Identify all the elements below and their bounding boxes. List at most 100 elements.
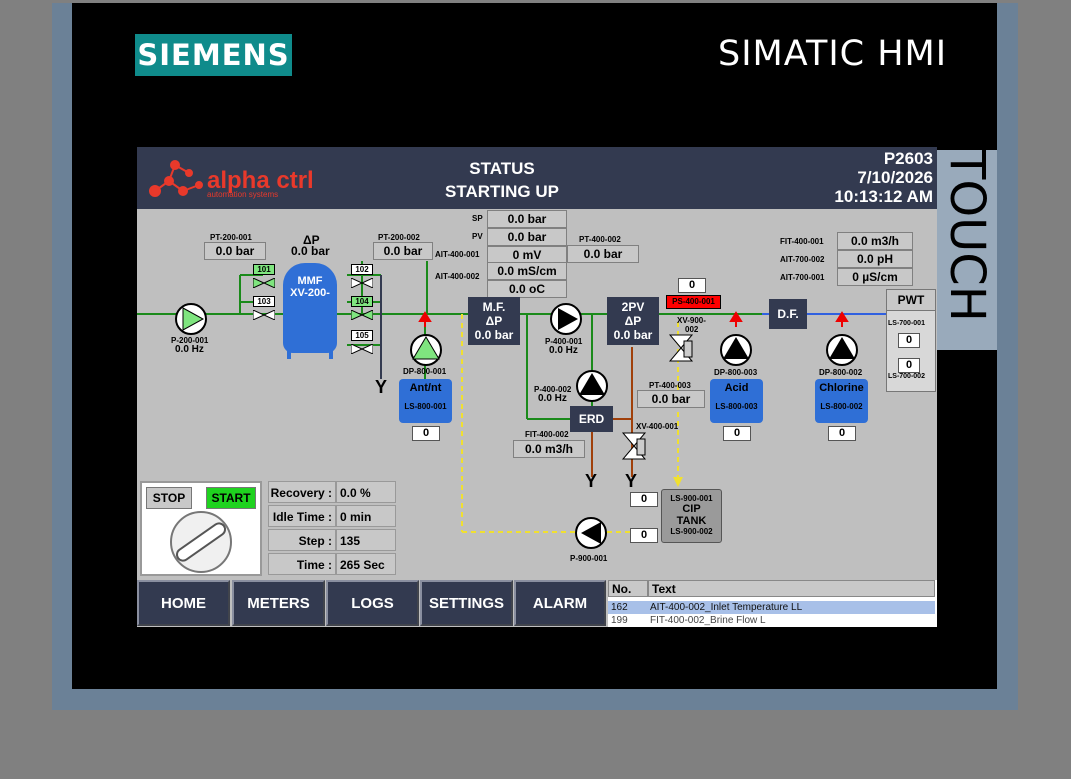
- simatic-hmi-label: SIMATIC HMI: [718, 34, 948, 74]
- header-bar: alpha ctrl automation systems STATUS STA…: [137, 147, 937, 209]
- pt200-001-value: 0.0 bar: [204, 242, 266, 260]
- ait400-001-label: AIT-400-001: [435, 250, 480, 259]
- cip-tank[interactable]: LS-900-001 CIP TANK LS-900-002: [661, 489, 722, 543]
- mf-dp-box[interactable]: M.F. ΔP 0.0 bar: [468, 297, 520, 345]
- pwt-box[interactable]: PWT LS-700-001 0 0 LS-700-002: [886, 289, 936, 392]
- start-button[interactable]: START: [206, 487, 256, 509]
- p400-002-label: P-400-002: [534, 385, 572, 394]
- valve-xv900-002-icon[interactable]: [668, 333, 694, 363]
- valve-103-label: 103: [253, 296, 275, 307]
- dp800-001-label: DP-800-001: [403, 367, 447, 376]
- nav-settings-button[interactable]: SETTINGS: [420, 580, 513, 626]
- mmf-label: MMF: [297, 275, 323, 287]
- antint-tank-ls: LS-800-001: [404, 402, 447, 411]
- time: 10:13:12 AM: [834, 187, 933, 206]
- svg-text:Y: Y: [585, 471, 597, 491]
- alarm-col-text[interactable]: Text: [648, 580, 935, 597]
- dp800-002-label: DP-800-002: [819, 368, 863, 377]
- valve-102-label: 102: [351, 264, 373, 275]
- pump-p400-002-icon[interactable]: [575, 369, 609, 403]
- valve-101[interactable]: 101: [252, 264, 276, 289]
- p400-001-value: 0.0 Hz: [549, 345, 578, 356]
- ait700-002-label: AIT-700-002: [780, 255, 825, 264]
- p400-002-value: 0.0 Hz: [538, 393, 567, 404]
- df-box[interactable]: D.F.: [769, 299, 807, 329]
- idle-time-label: Idle Time :: [268, 505, 336, 527]
- pump-dp800-003-icon[interactable]: [719, 333, 753, 367]
- recovery-value: 0.0 %: [336, 481, 396, 503]
- valve-icon: [252, 309, 276, 321]
- p200-001-label: P-200-001: [171, 336, 209, 345]
- ps400-001-alarm: PS-400-001: [666, 295, 721, 309]
- nav-meters-button[interactable]: METERS: [232, 580, 325, 626]
- pump-p900-001-icon[interactable]: [574, 516, 608, 550]
- chlorine-tank[interactable]: Chlorine LS-800-002: [815, 379, 868, 423]
- sp-value: 0.0 bar: [487, 210, 567, 228]
- selector-switch-icon[interactable]: [161, 510, 241, 574]
- valve-104-label: 104: [351, 296, 373, 307]
- ls700-002-label: LS-700-002: [888, 373, 925, 380]
- valve-xv400-001-icon[interactable]: [621, 431, 647, 461]
- p400-001-label: P-400-001: [545, 337, 583, 346]
- alarm-row-text: FIT-400-002_Brine Flow L: [650, 615, 766, 626]
- alarm-row[interactable]: 162 AIT-400-002_Inlet Temperature LL: [608, 601, 935, 614]
- status-block: STATUS STARTING UP: [397, 157, 607, 203]
- valve-105[interactable]: 105: [350, 330, 374, 355]
- antint-tank[interactable]: Ant/nt LS-800-001: [399, 379, 452, 423]
- nav-home-button[interactable]: HOME: [137, 580, 230, 626]
- mf-dp-sub: ΔP: [485, 314, 503, 328]
- nav-logs-button[interactable]: LOGS: [326, 580, 419, 626]
- valve-icon: [350, 277, 374, 289]
- recovery-label: Recovery :: [268, 481, 336, 503]
- pt400-002-label: PT-400-002: [579, 235, 621, 244]
- alarm-col-no[interactable]: No.: [608, 580, 648, 597]
- pv2-dp-box[interactable]: 2PV ΔP 0.0 bar: [607, 297, 659, 345]
- dp-mmf-label: ΔP: [303, 233, 320, 247]
- pump-dp800-002-icon[interactable]: [825, 333, 859, 367]
- cip-name2: TANK: [676, 515, 707, 527]
- start-stop-panel: STOP START: [140, 481, 262, 576]
- acid-tank-value: 0: [723, 426, 751, 441]
- ait400-002-value-temp: 0.0 oC: [487, 280, 567, 298]
- ait400-002-value-cond: 0.0 mS/cm: [487, 262, 567, 280]
- valve-101-label: 101: [253, 264, 275, 275]
- pt400-002-value: 0.0 bar: [567, 245, 639, 263]
- pump-dp800-001-icon[interactable]: [409, 333, 443, 367]
- time-value: 265 Sec: [336, 553, 396, 575]
- erd-box[interactable]: ERD: [570, 406, 613, 432]
- valve-102[interactable]: 102: [350, 264, 374, 289]
- valve-103[interactable]: 103: [252, 296, 276, 321]
- pump-p200-001-icon[interactable]: [174, 302, 208, 336]
- valve-icon: [350, 309, 374, 321]
- date: 7/10/2026: [857, 168, 933, 187]
- xv400-001-label: XV-400-001: [636, 422, 679, 431]
- fit400-001-label: FIT-400-001: [780, 237, 824, 246]
- status-value: STARTING UP: [445, 182, 559, 201]
- siemens-logo: SIEMENS: [135, 34, 292, 76]
- alpha-ctrl-logo-icon: [149, 160, 203, 197]
- acid-tank[interactable]: Acid LS-800-003: [710, 379, 763, 423]
- alarm-row[interactable]: 199 FIT-400-002_Brine Flow L: [608, 614, 935, 627]
- svg-text:Y: Y: [375, 377, 387, 397]
- nav-alarm-button[interactable]: ALARM: [514, 580, 606, 626]
- p900-001-label: P-900-001: [570, 554, 608, 563]
- valve-104[interactable]: 104: [350, 296, 374, 321]
- pt200-002-label: PT-200-002: [378, 233, 420, 242]
- alarm-table[interactable]: No. Text 162 AIT-400-002_Inlet Temperatu…: [608, 580, 937, 627]
- antint-tank-name: Ant/nt: [409, 382, 442, 394]
- pt200-002-value: 0.0 bar: [373, 242, 433, 260]
- logo-subtitle: automation systems: [207, 190, 279, 199]
- dp800-003-label: DP-800-003: [714, 368, 758, 377]
- pv2-dp-value: 0.0 bar: [613, 328, 653, 342]
- pv-value: 0.0 bar: [487, 228, 567, 246]
- stop-button[interactable]: STOP: [146, 487, 192, 509]
- mmf-vessel[interactable]: MMF XV-200-: [283, 263, 337, 353]
- ps400-001-value: 0: [678, 278, 706, 293]
- datetime-block: P2603 7/10/2026 10:13:12 AM: [834, 149, 933, 206]
- pt400-003-value: 0.0 bar: [637, 390, 705, 408]
- acid-tank-name: Acid: [724, 382, 749, 394]
- pump-p400-001-icon[interactable]: [549, 302, 583, 336]
- hmi-screen: alpha ctrl automation systems STATUS STA…: [137, 147, 937, 627]
- chlorine-tank-name: Chlorine: [819, 382, 864, 394]
- pt400-003-label: PT-400-003: [649, 381, 691, 390]
